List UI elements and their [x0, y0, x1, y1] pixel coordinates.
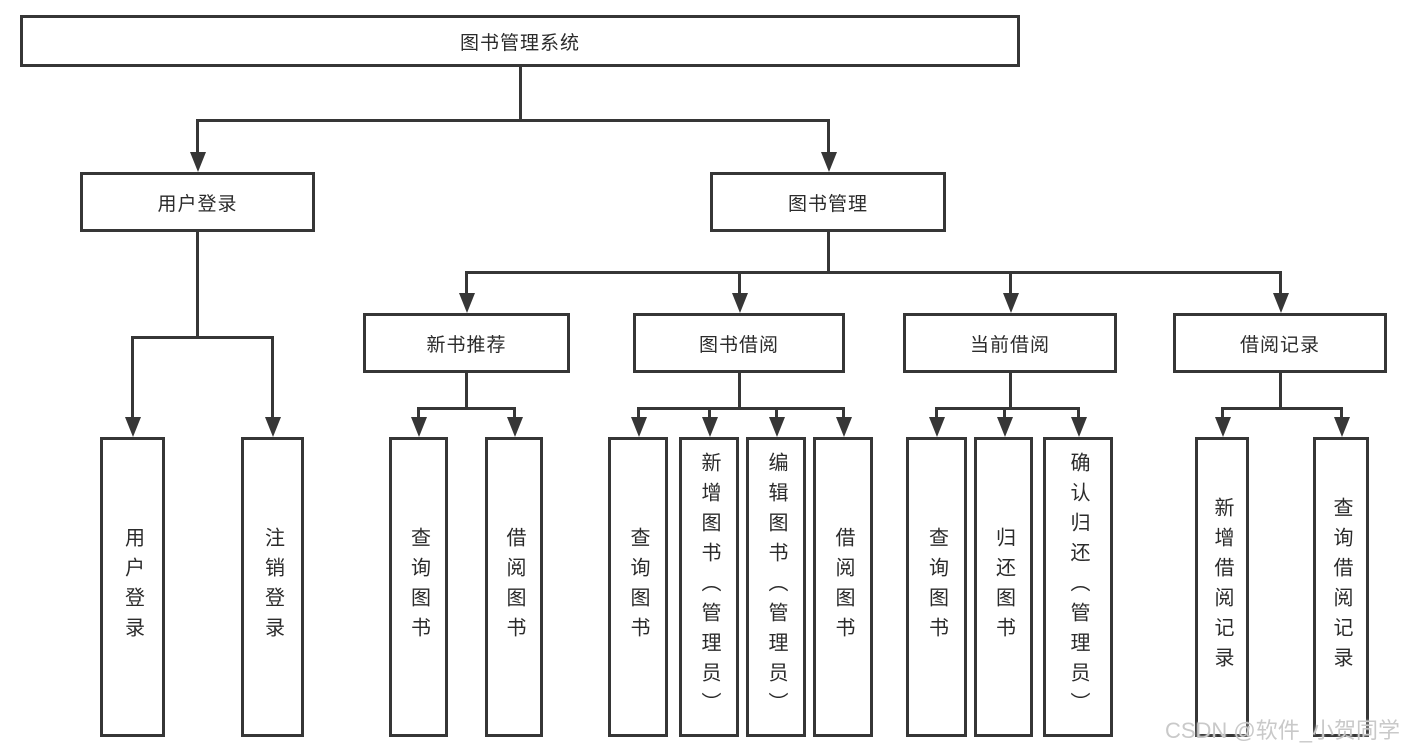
node-label: 借阅记录 — [1239, 334, 1320, 356]
node-book-borrow: 图书借阅 — [633, 313, 845, 373]
leaf-label: 查询图书 — [627, 527, 649, 647]
arrow-to-leaf-logout — [271, 336, 274, 417]
node-label: 图书管理系统 — [459, 32, 580, 54]
connector-borrow-records-stem — [1279, 373, 1282, 408]
node-label: 用户登录 — [157, 193, 238, 215]
node-borrow-records: 借阅记录 — [1173, 313, 1387, 373]
leaf-add-book-admin: 新增图书（管理员） — [679, 437, 739, 737]
arrow-borrow-records-leaf-0 — [1221, 407, 1224, 417]
connector-user-login-stem — [196, 232, 199, 337]
connector-new-book-hline — [417, 407, 516, 410]
node-label: 图书借阅 — [698, 334, 779, 356]
arrow-current-borrow-leaf-1 — [1003, 407, 1006, 417]
leaf-borrow-book: 借阅图书 — [813, 437, 873, 737]
leaf-label: 借阅图书 — [503, 527, 525, 647]
leaf-user-login: 用户登录 — [100, 437, 165, 737]
leaf-edit-book-admin: 编辑图书（管理员） — [746, 437, 806, 737]
leaf-label: 归还图书 — [992, 527, 1015, 647]
connector-root-stem — [519, 67, 522, 120]
connector-book-borrow-stem — [738, 373, 741, 408]
connector-current-borrow-stem — [1009, 373, 1012, 408]
node-label: 图书管理 — [787, 193, 868, 215]
connector-user-login-hline — [131, 336, 274, 339]
leaf-current-query: 查询图书 — [906, 437, 967, 737]
node-current-borrow: 当前借阅 — [903, 313, 1117, 373]
node-label: 当前借阅 — [969, 334, 1050, 356]
leaf-borrow-query: 查询图书 — [608, 437, 668, 737]
leaf-label: 查询图书 — [407, 527, 430, 647]
arrow-to-new-book-recommend — [465, 271, 468, 293]
arrow-current-borrow-leaf-2 — [1077, 407, 1080, 417]
node-user-login: 用户登录 — [80, 172, 315, 232]
leaf-query-borrow-record: 查询借阅记录 — [1313, 437, 1369, 737]
csdn-watermark: CSDN @软件_小贺同学 — [1164, 718, 1400, 743]
arrow-to-book-management — [827, 119, 830, 152]
node-label: 新书推荐 — [426, 334, 507, 356]
connector-root-hline — [196, 119, 830, 122]
leaf-label: 用户登录 — [121, 527, 144, 647]
node-book-management: 图书管理 — [710, 172, 946, 232]
connector-current-borrow-hline — [935, 407, 1080, 410]
arrow-current-borrow-leaf-0 — [935, 407, 938, 417]
leaf-label: 确认归还（管理员） — [1067, 452, 1089, 722]
node-library-management-system: 图书管理系统 — [20, 15, 1020, 67]
arrow-book-borrow-leaf-2 — [775, 407, 778, 417]
connector-book-borrow-hline — [637, 407, 845, 410]
arrow-to-book-borrow — [738, 271, 741, 293]
arrow-book-borrow-leaf-1 — [708, 407, 711, 417]
leaf-label: 查询借阅记录 — [1330, 497, 1352, 677]
arrow-book-borrow-leaf-0 — [637, 407, 640, 417]
leaf-label: 注销登录 — [261, 527, 284, 647]
leaf-label: 新增图书（管理员） — [698, 452, 720, 722]
leaf-label: 查询图书 — [925, 527, 948, 647]
arrow-to-current-borrow — [1009, 271, 1012, 293]
arrow-new-book-leaf-0 — [417, 407, 420, 417]
connector-book-management-stem — [827, 232, 830, 273]
leaf-label: 编辑图书（管理员） — [765, 452, 787, 722]
connector-level3-hline — [465, 271, 1282, 274]
connector-borrow-records-hline — [1221, 407, 1343, 410]
arrow-to-user-login — [196, 119, 199, 152]
arrow-to-borrow-records — [1279, 271, 1282, 293]
node-new-book-recommend: 新书推荐 — [363, 313, 570, 373]
leaf-confirm-return-admin: 确认归还（管理员） — [1043, 437, 1113, 737]
leaf-label: 借阅图书 — [832, 527, 854, 647]
leaf-return-book: 归还图书 — [974, 437, 1033, 737]
leaf-add-borrow-record: 新增借阅记录 — [1195, 437, 1249, 737]
leaf-new-book-query: 查询图书 — [389, 437, 448, 737]
arrow-book-borrow-leaf-3 — [842, 407, 845, 417]
connector-new-book-stem — [465, 373, 468, 408]
arrow-borrow-records-leaf-1 — [1340, 407, 1343, 417]
arrow-new-book-leaf-1 — [513, 407, 516, 417]
leaf-new-book-borrow: 借阅图书 — [485, 437, 543, 737]
arrow-to-leaf-user-login — [131, 336, 134, 417]
leaf-logout: 注销登录 — [241, 437, 304, 737]
leaf-label: 新增借阅记录 — [1211, 497, 1233, 677]
